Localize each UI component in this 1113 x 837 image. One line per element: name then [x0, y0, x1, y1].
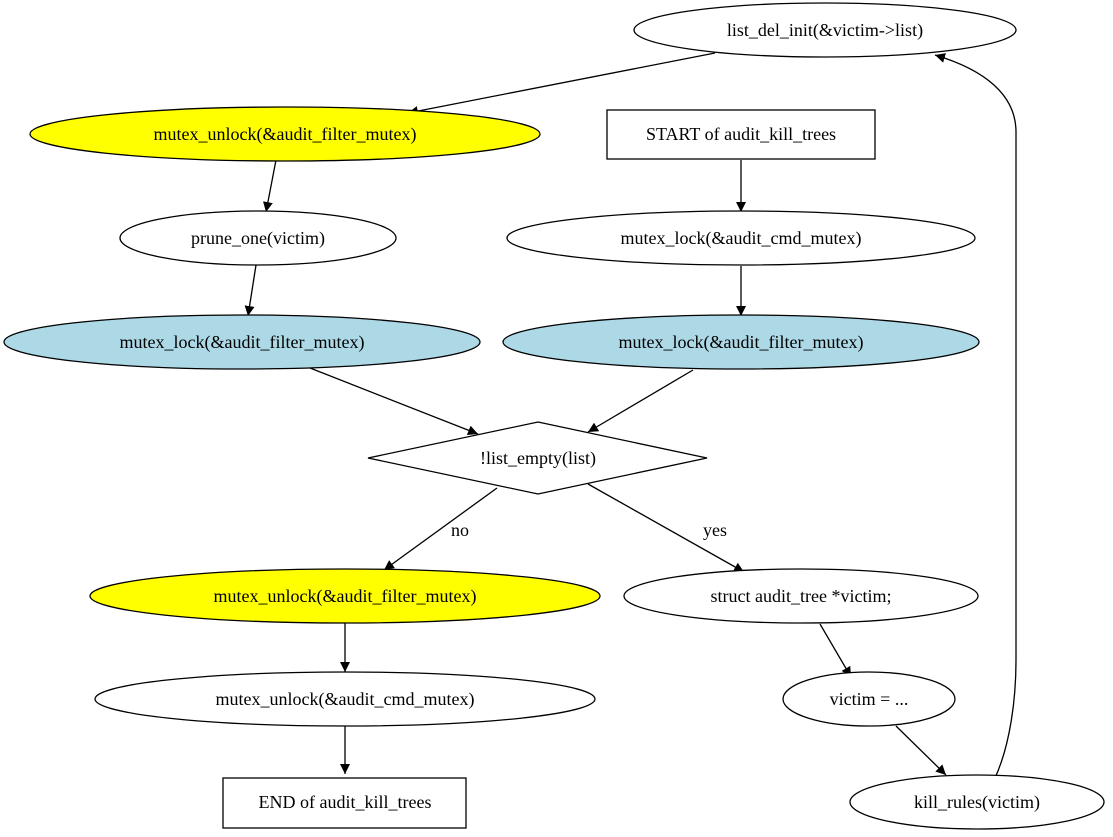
node-mutex-lock-cmd: mutex_lock(&audit_cmd_mutex) [506, 210, 976, 266]
edge-label-yes: yes [703, 520, 727, 540]
node-list-del-init: list_del_init(&victim->list) [633, 2, 1017, 58]
node-struct-audit-tree: struct audit_tree *victim; [623, 568, 979, 624]
node-victim-assign: victim = ... [782, 671, 956, 727]
node-mutex-lock-filter-left: mutex_lock(&audit_filter_mutex) [3, 314, 481, 370]
edge-assign-to-kill [895, 725, 947, 776]
node-start: START of audit_kill_trees [606, 109, 876, 160]
node-end: END of audit_kill_trees [222, 777, 467, 829]
node-mutex-unlock-filter-bottom: mutex_unlock(&audit_filter_mutex) [89, 568, 601, 624]
edge-listdel-to-unlock [407, 52, 716, 116]
edge-decision-no [383, 487, 498, 571]
node-decision-list-empty: !list_empty(list) [367, 421, 708, 495]
node-prune-one: prune_one(victim) [119, 210, 397, 266]
node-mutex-lock-filter-right: mutex_lock(&audit_filter_mutex) [502, 314, 980, 370]
edge-decision-yes [587, 483, 745, 573]
node-label: START of audit_kill_trees [646, 124, 836, 144]
node-label: prune_one(victim) [191, 228, 325, 249]
node-label: mutex_lock(&audit_filter_mutex) [619, 332, 864, 353]
edge-lockright-to-decision [587, 369, 694, 433]
edge-label-no: no [451, 520, 469, 540]
node-mutex-unlock-filter-top: mutex_unlock(&audit_filter_mutex) [29, 106, 541, 162]
node-label: mutex_lock(&audit_cmd_mutex) [621, 228, 862, 249]
node-label: kill_rules(victim) [914, 792, 1040, 813]
edge-prune-to-lockleft [244, 264, 257, 317]
node-mutex-unlock-cmd: mutex_unlock(&audit_cmd_mutex) [94, 671, 596, 727]
node-label: !list_empty(list) [480, 448, 596, 469]
node-label: mutex_unlock(&audit_filter_mutex) [154, 124, 417, 145]
edges [244, 52, 1017, 779]
edge-struct-to-assign [819, 623, 852, 678]
node-label: mutex_lock(&audit_filter_mutex) [120, 332, 365, 353]
node-label: victim = ... [830, 689, 909, 709]
node-label: list_del_init(&victim->list) [727, 20, 923, 41]
edge-lockleft-to-decision [309, 367, 479, 435]
node-label: struct audit_tree *victim; [711, 586, 892, 606]
edge-unlock-to-prune [262, 159, 277, 213]
node-label: mutex_unlock(&audit_filter_mutex) [214, 586, 477, 607]
node-kill-rules: kill_rules(victim) [849, 774, 1105, 830]
node-label: mutex_unlock(&audit_cmd_mutex) [216, 689, 475, 710]
node-label: END of audit_kill_trees [259, 792, 432, 812]
edge-kill-to-listdel [934, 53, 1017, 779]
